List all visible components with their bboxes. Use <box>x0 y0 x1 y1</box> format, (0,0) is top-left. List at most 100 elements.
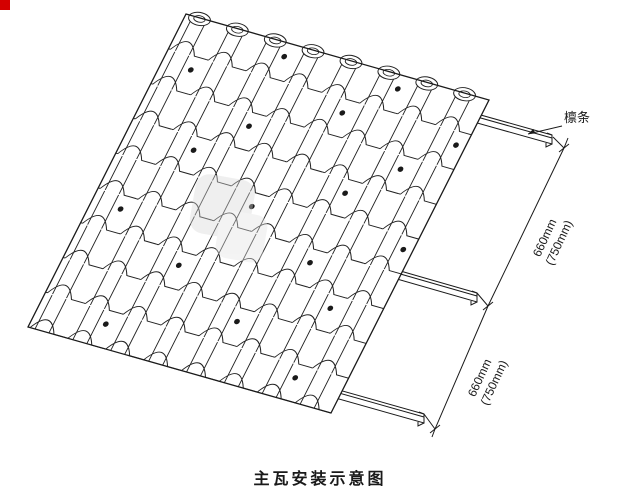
purlin-label: 檩条 <box>564 110 590 125</box>
tile-detail <box>304 174 344 219</box>
tile-detail <box>80 190 120 234</box>
tile-detail <box>193 15 206 23</box>
tile-detail <box>342 190 348 196</box>
tile-detail <box>45 260 84 304</box>
tile-detail <box>281 53 288 60</box>
tile-detail <box>121 281 160 325</box>
tile-detail <box>229 153 268 197</box>
tile-detail <box>344 58 358 66</box>
tile-detail <box>272 324 312 368</box>
tile-detail <box>306 47 320 56</box>
tile-detail <box>153 131 193 176</box>
tile-detail <box>398 161 437 205</box>
svg-text:660mm (750mm): 660mm (750mm) <box>464 352 511 408</box>
tile-detail <box>244 38 283 82</box>
tile-detail <box>269 36 282 45</box>
tile-detail <box>158 292 198 336</box>
tile-detail <box>118 201 157 245</box>
purlin-callout: 檩条 <box>527 110 590 135</box>
tile-detail <box>138 247 178 291</box>
tile-detail <box>292 370 332 414</box>
dim-tick-bottom <box>429 424 441 434</box>
tile-field <box>27 11 490 414</box>
dim-tick-middle <box>482 301 494 311</box>
tile-detail <box>328 300 367 344</box>
tile-detail <box>175 262 182 269</box>
tile-detail <box>103 316 143 360</box>
tile-detail <box>217 348 256 392</box>
tile-detail <box>188 62 228 106</box>
tile-detail <box>319 59 359 103</box>
diagram-caption: 主瓦安装示意图 <box>253 469 386 488</box>
tile-detail <box>83 271 122 315</box>
tile-detail <box>255 359 294 403</box>
corner-marker <box>0 0 10 10</box>
tile-detail <box>400 246 407 253</box>
tile-detail <box>171 97 210 141</box>
tile-detail <box>453 142 459 148</box>
dim-tick-top <box>558 143 570 153</box>
tile-detail <box>100 236 140 280</box>
tile-detail <box>322 140 362 184</box>
tile-detail <box>176 257 216 301</box>
tile-detail <box>290 290 329 334</box>
tile-detail <box>234 318 240 325</box>
tile-detail <box>287 209 327 253</box>
tile-detail <box>395 81 435 125</box>
tile-detail <box>281 49 321 93</box>
tile-detail <box>380 196 420 240</box>
tile-detail <box>27 13 490 414</box>
tile-detail <box>211 188 251 232</box>
tile-detail <box>65 305 105 349</box>
tile-detail <box>246 123 252 129</box>
tile-detail <box>117 206 124 212</box>
dimension-chain <box>423 136 570 438</box>
tile-detail <box>458 90 471 99</box>
tile-detail <box>420 79 433 88</box>
tile-detail <box>214 268 254 312</box>
tile-detail <box>377 116 417 160</box>
tile-detail <box>115 121 155 165</box>
tile-detail <box>357 70 397 114</box>
svg-text:660mm (750mm): 660mm (750mm) <box>529 212 576 268</box>
tile-detail <box>246 118 286 162</box>
watermark <box>189 174 268 263</box>
tile-detail <box>267 164 306 208</box>
tile-detail <box>264 83 303 127</box>
tile-detail <box>433 92 472 136</box>
tile-detail <box>307 260 313 266</box>
tile-detail <box>363 231 402 275</box>
tile-detail <box>307 255 347 299</box>
tile-detail <box>196 303 236 347</box>
tile-detail <box>339 110 346 116</box>
tile-detail <box>156 212 195 256</box>
tile-detail <box>179 338 218 382</box>
tile-detail <box>190 147 197 153</box>
tile-detail <box>208 107 248 152</box>
tile-detail <box>382 68 395 77</box>
tile-detail <box>206 27 245 71</box>
tile-detail <box>397 166 404 172</box>
extension-line-bottom <box>423 413 436 430</box>
tile-detail <box>133 86 172 130</box>
tile-detail <box>269 244 309 288</box>
tile-detail <box>340 105 379 149</box>
tile-detail <box>226 73 266 117</box>
tile-detail <box>27 295 67 339</box>
tile-detail <box>173 177 213 221</box>
tile-detail <box>98 155 137 200</box>
tile-detail <box>187 67 194 73</box>
dimension-text-upper: 660mm (750mm) <box>529 212 576 268</box>
tile-detail <box>292 375 299 381</box>
tile-detail <box>302 94 341 138</box>
extension-line-middle <box>476 292 489 307</box>
tile-detail <box>394 86 401 92</box>
tile-detail <box>345 265 385 310</box>
tile-detail <box>342 185 382 229</box>
tile-detail <box>252 279 291 323</box>
tile-detail <box>191 142 230 186</box>
extension-line-top <box>552 136 565 149</box>
tile-detail <box>135 166 175 210</box>
